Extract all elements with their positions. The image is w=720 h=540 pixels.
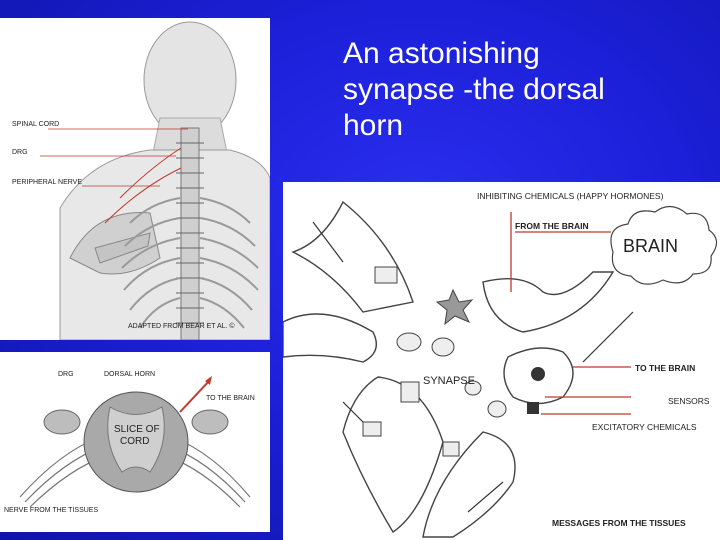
label-nerve-from-tissues: NERVE FROM THE TISSUES <box>4 507 98 514</box>
sensor-dot <box>531 367 545 381</box>
label-drg: DRG <box>12 149 28 156</box>
label-to-brain: TO THE BRAIN <box>635 363 695 373</box>
label-section-drg: DRG <box>58 371 74 378</box>
sensor-box <box>527 402 539 414</box>
motion-arrows <box>312 221 634 513</box>
title-line-2: synapse -the dorsal <box>343 73 605 106</box>
neuron-lower-center <box>422 431 516 538</box>
spine-illustration: SPINAL CORD DRG PERIPHERAL NERVE ADAPTED… <box>12 21 270 340</box>
label-brain: BRAIN <box>623 236 678 256</box>
drg-right <box>191 409 229 435</box>
slide-title: An astonishing synapse -the dorsal horn <box>343 36 683 144</box>
vesicles <box>362 266 507 457</box>
red-leaders <box>510 212 631 415</box>
synapse-diagram-panel: BRAIN <box>283 182 720 540</box>
title-line-1: An astonishing <box>343 37 540 70</box>
label-inhibiting: INHIBITING CHEMICALS (HAPPY HORMONES) <box>477 191 664 201</box>
label-from-brain: FROM THE BRAIN <box>515 221 589 231</box>
label-excitatory: EXCITATORY CHEMICALS <box>592 422 697 432</box>
brain-cloud <box>610 205 718 285</box>
to-brain-arrowhead <box>205 376 212 385</box>
spine-illustration-panel: SPINAL CORD DRG PERIPHERAL NERVE ADAPTED… <box>0 18 270 340</box>
label-slice-line1: SLICE OF <box>114 424 160 435</box>
label-sensors: SENSORS <box>668 396 710 406</box>
neurons <box>283 200 615 538</box>
label-leaders <box>40 128 188 187</box>
neuron-lower-left <box>342 376 444 533</box>
cord-section-illustration: DRG DORSAL HORN TO THE BRAIN SLICE OF CO… <box>4 371 255 514</box>
title-line-3: horn <box>343 109 404 142</box>
label-synapse: SYNAPSE <box>423 375 475 387</box>
neuron-left-terminal <box>283 313 377 363</box>
label-messages: MESSAGES FROM THE TISSUES <box>552 518 686 528</box>
vertebral-column <box>176 127 204 340</box>
label-section-to-brain: TO THE BRAIN <box>206 395 255 402</box>
grey-matter <box>107 406 165 473</box>
drg-left <box>43 409 81 435</box>
neuron-upper-right <box>482 271 615 333</box>
star-molecule <box>435 288 474 326</box>
peripheral-nerves <box>104 147 182 224</box>
label-peripheral-nerve: PERIPHERAL NERVE <box>12 179 82 186</box>
to-brain-arrow <box>179 379 211 413</box>
ribs <box>121 197 259 329</box>
synapse-diagram: BRAIN <box>283 191 718 538</box>
label-spinal-cord: SPINAL CORD <box>12 121 59 128</box>
label-slice-line2: CORD <box>120 436 149 447</box>
humerus-shape <box>94 232 151 264</box>
label-credit: ADAPTED FROM BEAR ET AL. © <box>128 322 235 330</box>
neuron-upper-left <box>291 200 414 313</box>
cord-section-panel: DRG DORSAL HORN TO THE BRAIN SLICE OF CO… <box>0 352 270 532</box>
label-dorsal-horn: DORSAL HORN <box>104 371 155 378</box>
